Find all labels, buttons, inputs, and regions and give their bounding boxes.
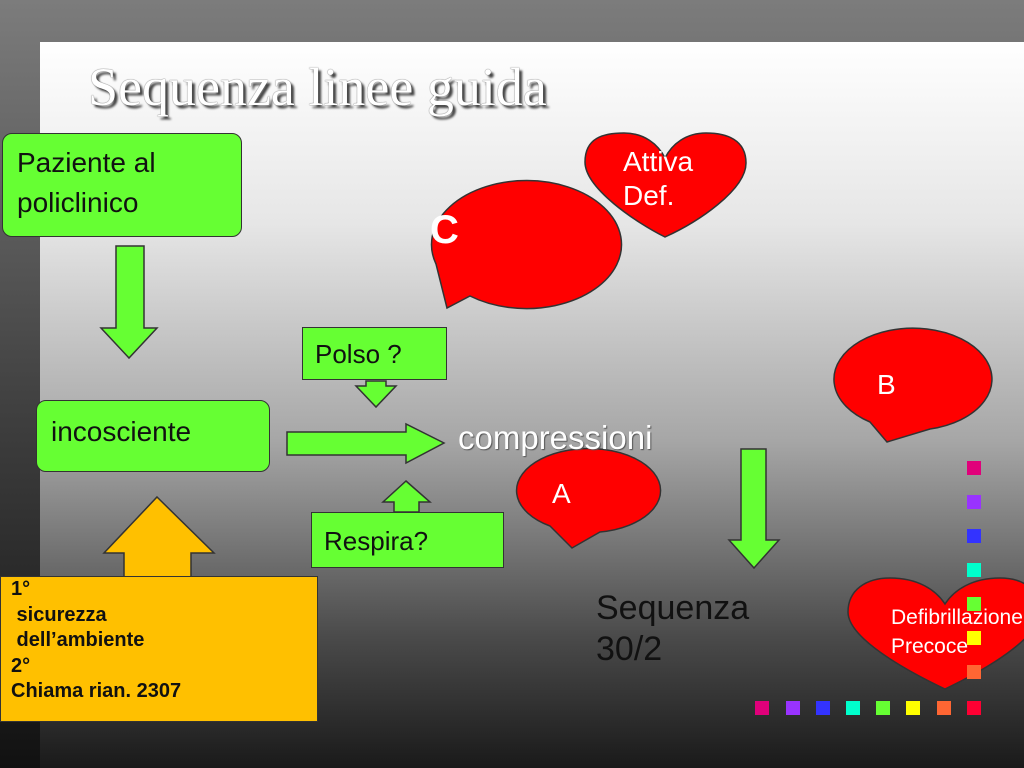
heart-activate-def	[584, 132, 747, 238]
heart-defib-line-2: Precoce	[891, 635, 969, 658]
sequence-label-line-2: 30/2	[596, 630, 663, 668]
compressions-label: compressioni	[458, 419, 653, 456]
safety-box: 1° sicurezza dell’ambiente 2° Chiama ria…	[0, 576, 318, 722]
breathing-box-text: Respira?	[324, 526, 429, 556]
patient-box: Paziente al policlinico	[2, 133, 242, 237]
unconscious-box-text: incosciente	[51, 416, 192, 447]
dot-right	[967, 563, 981, 577]
dot-right	[967, 597, 981, 611]
safety-line-4: 2°	[11, 654, 31, 677]
bubble-a-text: A	[552, 478, 571, 509]
dot-bottom	[906, 701, 920, 715]
arrow-down-sequence	[727, 448, 781, 570]
safety-line-5: Chiama rian. 2307	[11, 680, 182, 702]
dot-bottom	[937, 701, 951, 715]
heart-activate-line-2: Def.	[623, 180, 675, 211]
bubble-b-text: B	[877, 369, 896, 400]
dot-right	[967, 529, 981, 543]
heart-defib-line-1: Defibrillazione	[891, 606, 1023, 629]
decorative-dots-right	[967, 461, 981, 679]
arrow-up-breathing	[381, 479, 432, 513]
dot-bottom	[876, 701, 890, 715]
bubble-c-text: C	[430, 208, 459, 252]
speech-bubble-c	[430, 179, 623, 310]
arrow-down-pulse	[354, 380, 398, 409]
arrow-up-safety	[102, 495, 216, 579]
sequence-label-line-1: Sequenza	[596, 589, 750, 627]
dot-bottom	[816, 701, 830, 715]
heart-defib-text: Defibrillazione Precoce	[891, 603, 1024, 661]
heart-activate-line-1: Attiva	[623, 146, 694, 177]
pulse-box: Polso ?	[302, 327, 447, 380]
safety-line-2: sicurezza	[11, 603, 107, 626]
patient-box-line-2: policlinico	[17, 187, 139, 218]
pulse-box-text: Polso ?	[315, 339, 402, 369]
sequence-label: Sequenza 30/2	[596, 588, 749, 670]
dot-right	[967, 461, 981, 475]
arrow-right-compressions	[286, 422, 446, 465]
dot-bottom	[967, 701, 981, 715]
dot-bottom	[846, 701, 860, 715]
breathing-box: Respira?	[311, 512, 504, 568]
arrow-down-patient	[99, 245, 159, 360]
dot-right	[967, 631, 981, 645]
safety-line-3: dell’ambiente	[11, 629, 145, 651]
heart-activate-text: Attiva Def.	[623, 145, 693, 213]
dot-right	[967, 495, 981, 509]
dot-bottom	[755, 701, 769, 715]
decorative-dots-bottom	[755, 701, 981, 715]
safety-line-1: 1°	[11, 578, 31, 600]
speech-bubble-a	[515, 447, 662, 549]
slide-title: Sequenza linee guida	[88, 57, 547, 117]
patient-box-line-1: Paziente al	[17, 147, 156, 178]
dot-bottom	[786, 701, 800, 715]
unconscious-box: incosciente	[36, 400, 270, 472]
dot-right	[967, 665, 981, 679]
speech-bubble-b	[833, 327, 993, 443]
